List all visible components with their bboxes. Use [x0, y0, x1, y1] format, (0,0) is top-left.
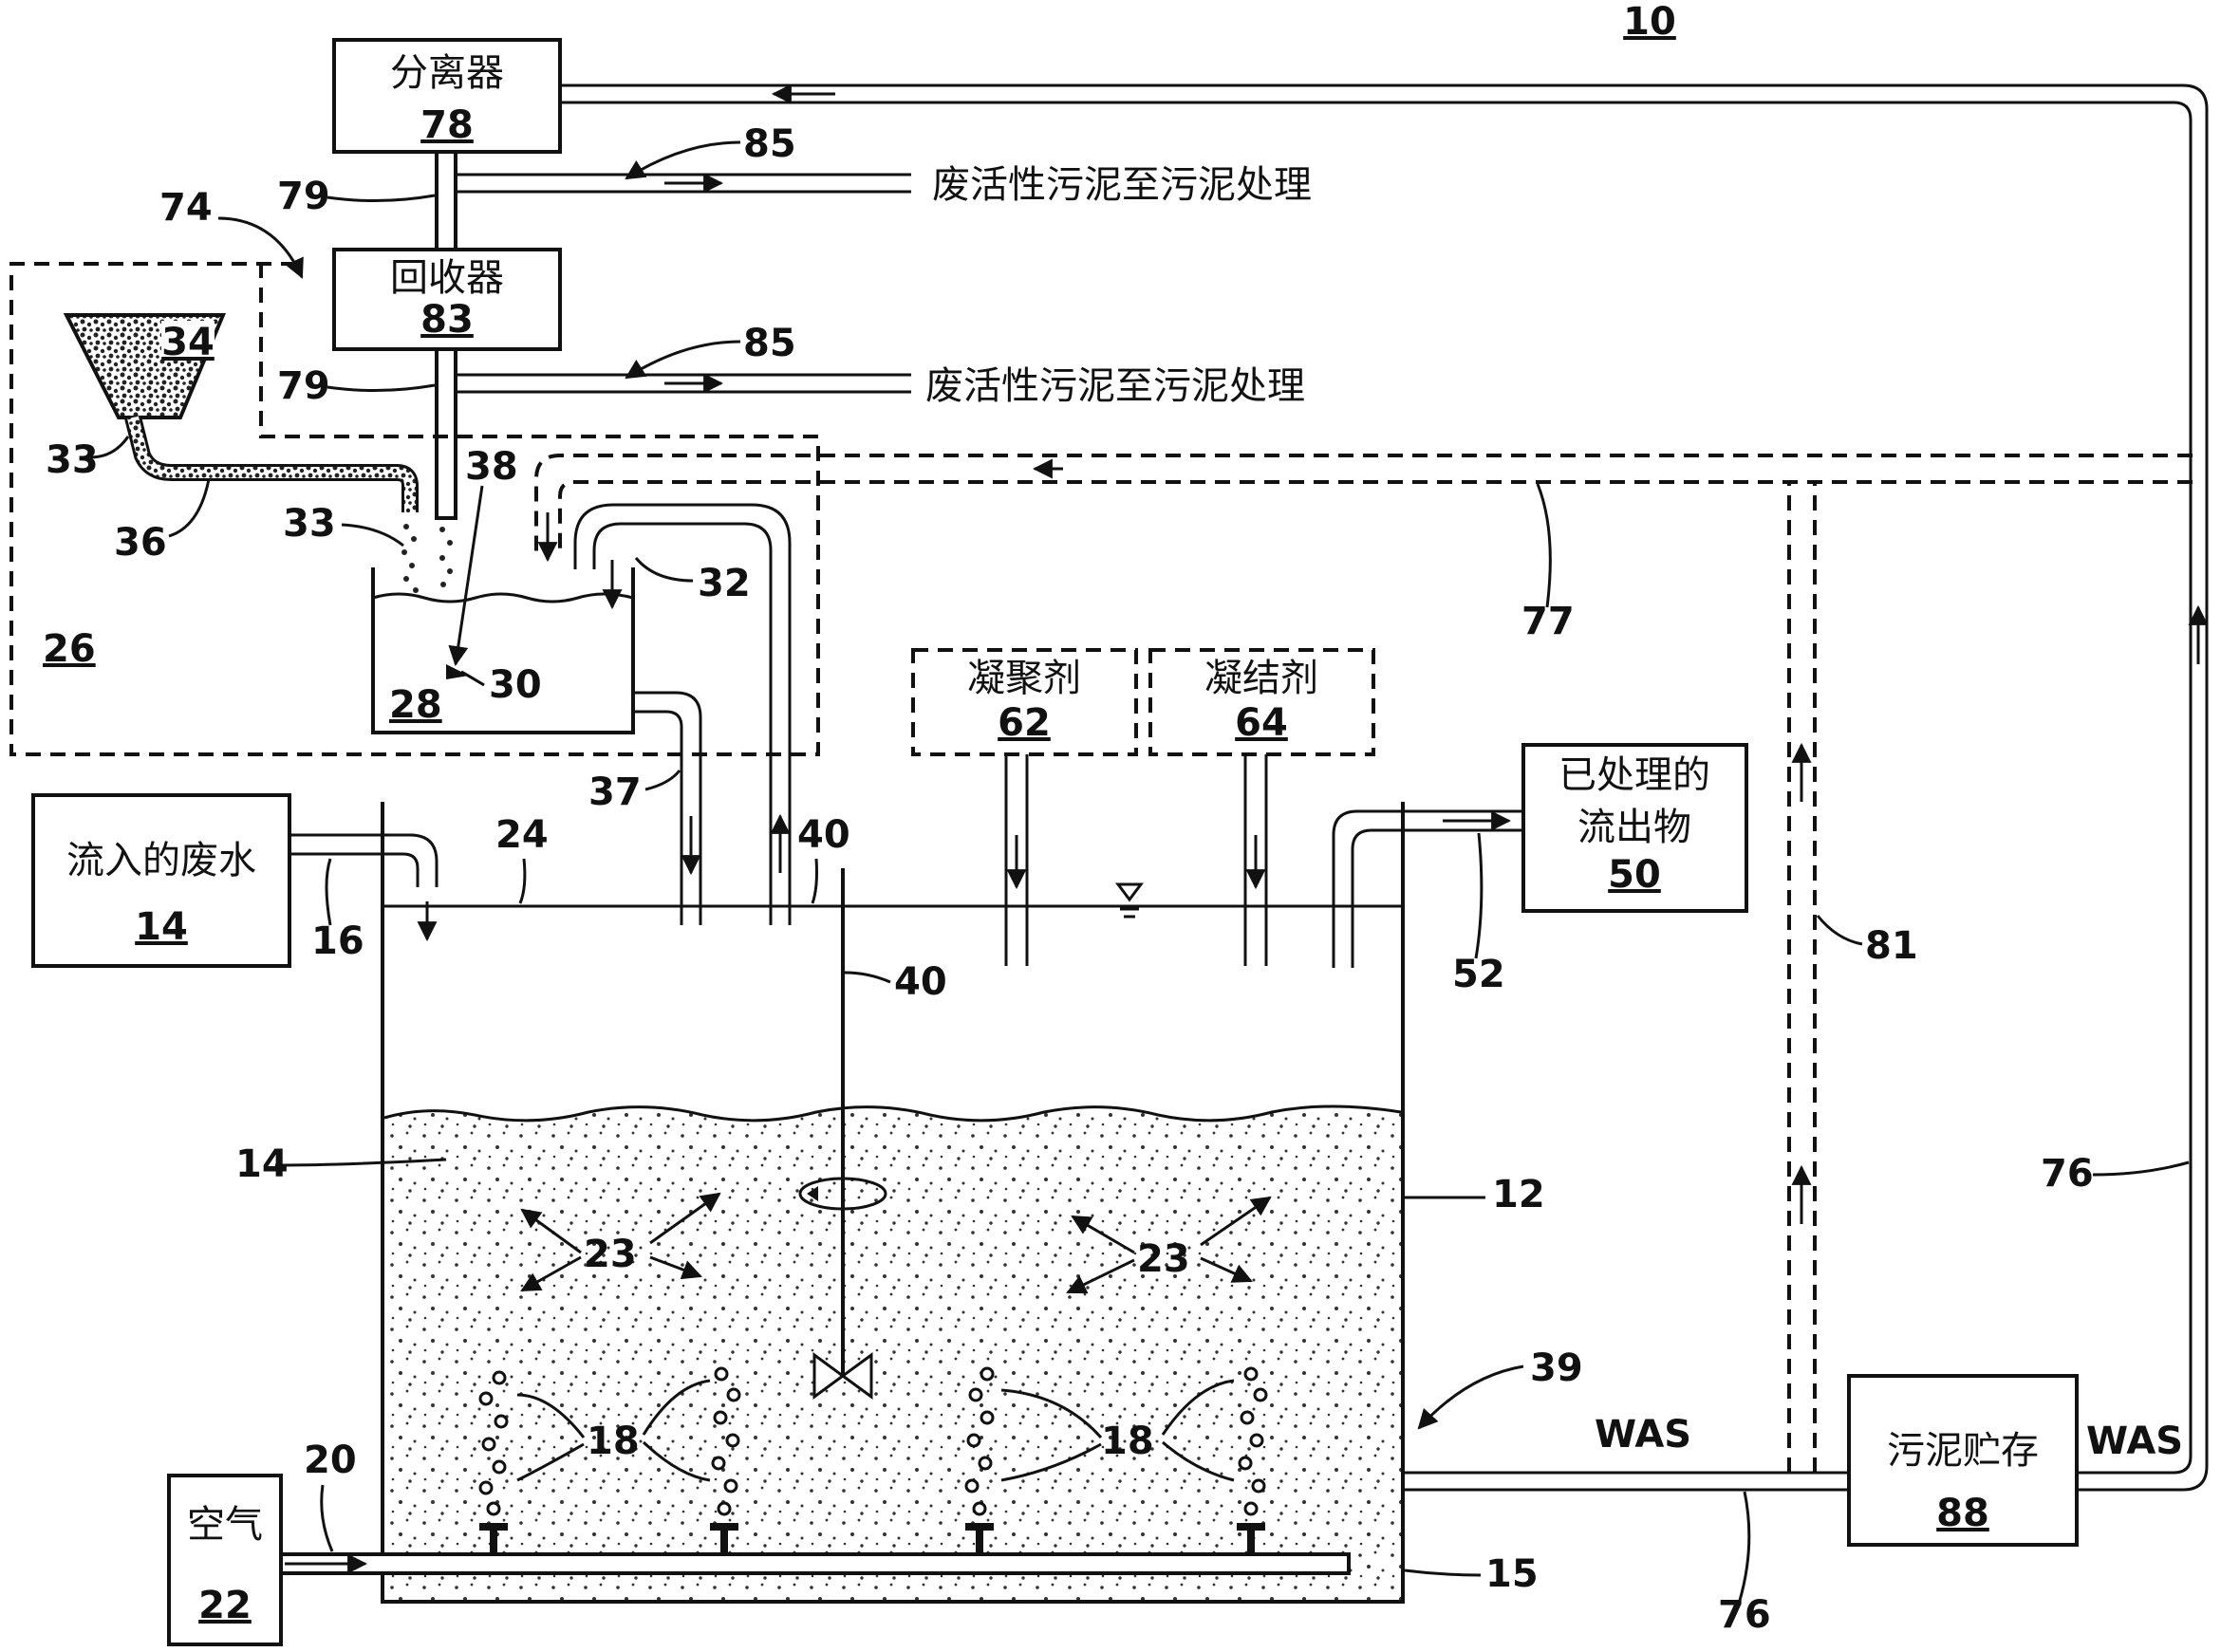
treated-effluent-box: 已处理的 流出物 50 — [1521, 743, 1748, 913]
mixer-40 — [798, 868, 887, 1400]
ref-76-bottom: 76 — [1718, 1593, 1771, 1637]
was-pipe-76 — [1403, 1471, 1849, 1492]
flocculant-number: 62 — [998, 701, 1051, 745]
flocculant-label: 凝聚剂 — [967, 657, 1081, 700]
aeration-pipe — [279, 1523, 1351, 1575]
ref-85-lower: 85 — [743, 322, 796, 365]
ref-23-right: 23 — [1137, 1237, 1190, 1281]
recovery-number: 83 — [420, 298, 474, 342]
influent-label: 流入的废水 — [66, 839, 256, 882]
ref-20: 20 — [304, 1439, 357, 1482]
return-pipe-76 — [560, 84, 2209, 1492]
was-label-right: WAS — [2086, 1420, 2183, 1463]
ref-30: 30 — [489, 663, 542, 707]
was-to-sludge-treatment-2: 废活性污泥至污泥处理 — [925, 364, 1305, 408]
diffuser-4 — [1237, 1523, 1265, 1554]
main-tank-12 — [381, 802, 1405, 1604]
effluent-label-line2: 流出物 — [1577, 806, 1691, 849]
air-label: 空气 — [187, 1503, 263, 1547]
ref-37: 37 — [588, 770, 642, 814]
ref-81: 81 — [1865, 924, 1918, 968]
influent-number: 14 — [135, 905, 188, 949]
sludge-storage-box: 污泥贮存 88 — [1847, 1374, 2079, 1547]
falling-granules — [401, 524, 453, 593]
ref-32: 32 — [698, 562, 751, 605]
dashed-recycle-81 — [1787, 482, 1817, 1473]
ref-18-right: 18 — [1101, 1420, 1154, 1463]
recovery-box: 回收器 83 — [332, 248, 562, 351]
hopper-34: 34 — [63, 313, 419, 512]
ref-12: 12 — [1492, 1173, 1545, 1216]
pipe-32 — [573, 503, 792, 925]
coagulant-label: 凝结剂 — [1204, 657, 1318, 700]
flow-arrows-23-right — [1066, 1196, 1272, 1294]
ref-33-drop: 33 — [283, 502, 336, 546]
recovery-label: 回收器 — [390, 256, 504, 300]
ref-76-right: 76 — [2041, 1152, 2094, 1196]
ref-39: 39 — [1530, 1346, 1583, 1390]
ref-40-top: 40 — [797, 813, 850, 857]
ref-52: 52 — [1452, 953, 1505, 996]
ref-36: 36 — [114, 521, 167, 565]
influent-pipe-16 — [289, 833, 439, 942]
flow-arrows-23-left — [520, 1192, 721, 1292]
air-bubbles-18 — [478, 1366, 1268, 1516]
flocculant-box: 凝聚剂 62 — [911, 648, 1138, 966]
was-to-sludge-treatment-1: 废活性污泥至污泥处理 — [932, 163, 1312, 207]
ref-40-shaft: 40 — [894, 960, 947, 1004]
bubble-pointers-18 — [516, 1379, 1235, 1482]
ref-79-lower: 79 — [277, 364, 330, 408]
ref-33-hopper: 33 — [46, 438, 99, 482]
influent-box: 流入的废水 14 — [31, 793, 291, 968]
separator-box: 分离器 78 — [332, 38, 562, 154]
ref-85-upper: 85 — [743, 122, 796, 166]
air-number: 22 — [198, 1584, 252, 1627]
diffuser-1 — [479, 1523, 508, 1554]
ref-24: 24 — [495, 813, 549, 857]
pipe-79-upper — [435, 150, 911, 251]
ref-23-left: 23 — [584, 1233, 637, 1276]
ref-16: 16 — [311, 919, 364, 963]
mix-tank-number: 28 — [389, 683, 442, 727]
air-box: 空气 22 — [167, 1474, 283, 1646]
figure-number: 10 — [1623, 0, 1676, 44]
coagulant-number: 64 — [1235, 701, 1288, 745]
coagulant-box: 凝结剂 64 — [1148, 648, 1375, 966]
ref-79-upper: 79 — [277, 175, 330, 218]
diffuser-2 — [710, 1523, 738, 1554]
separator-label: 分离器 — [390, 51, 504, 95]
pipe-79-lower — [435, 347, 911, 520]
pipe-37 — [633, 691, 791, 925]
sludge-storage-number: 88 — [1936, 1492, 1989, 1535]
was-label-left: WAS — [1595, 1413, 1691, 1457]
dashed-return-77 — [534, 454, 2193, 555]
mix-tank-28: 28 — [371, 567, 635, 734]
ref-15: 15 — [1485, 1552, 1539, 1596]
sludge-storage-label: 污泥贮存 — [1887, 1429, 2039, 1473]
dashed-region-26 — [9, 262, 820, 756]
dashed-region-number: 26 — [43, 627, 96, 671]
effluent-pipe-52 — [1332, 809, 1523, 968]
separator-number: 78 — [420, 103, 474, 147]
hopper-number: 34 — [161, 321, 215, 364]
ref-38: 38 — [465, 445, 518, 489]
diffuser-3 — [965, 1523, 994, 1554]
effluent-label-line1: 已处理的 — [1558, 753, 1710, 797]
ref-74: 74 — [159, 186, 213, 230]
ref-18-left: 18 — [587, 1420, 640, 1463]
effluent-number: 50 — [1608, 853, 1661, 897]
